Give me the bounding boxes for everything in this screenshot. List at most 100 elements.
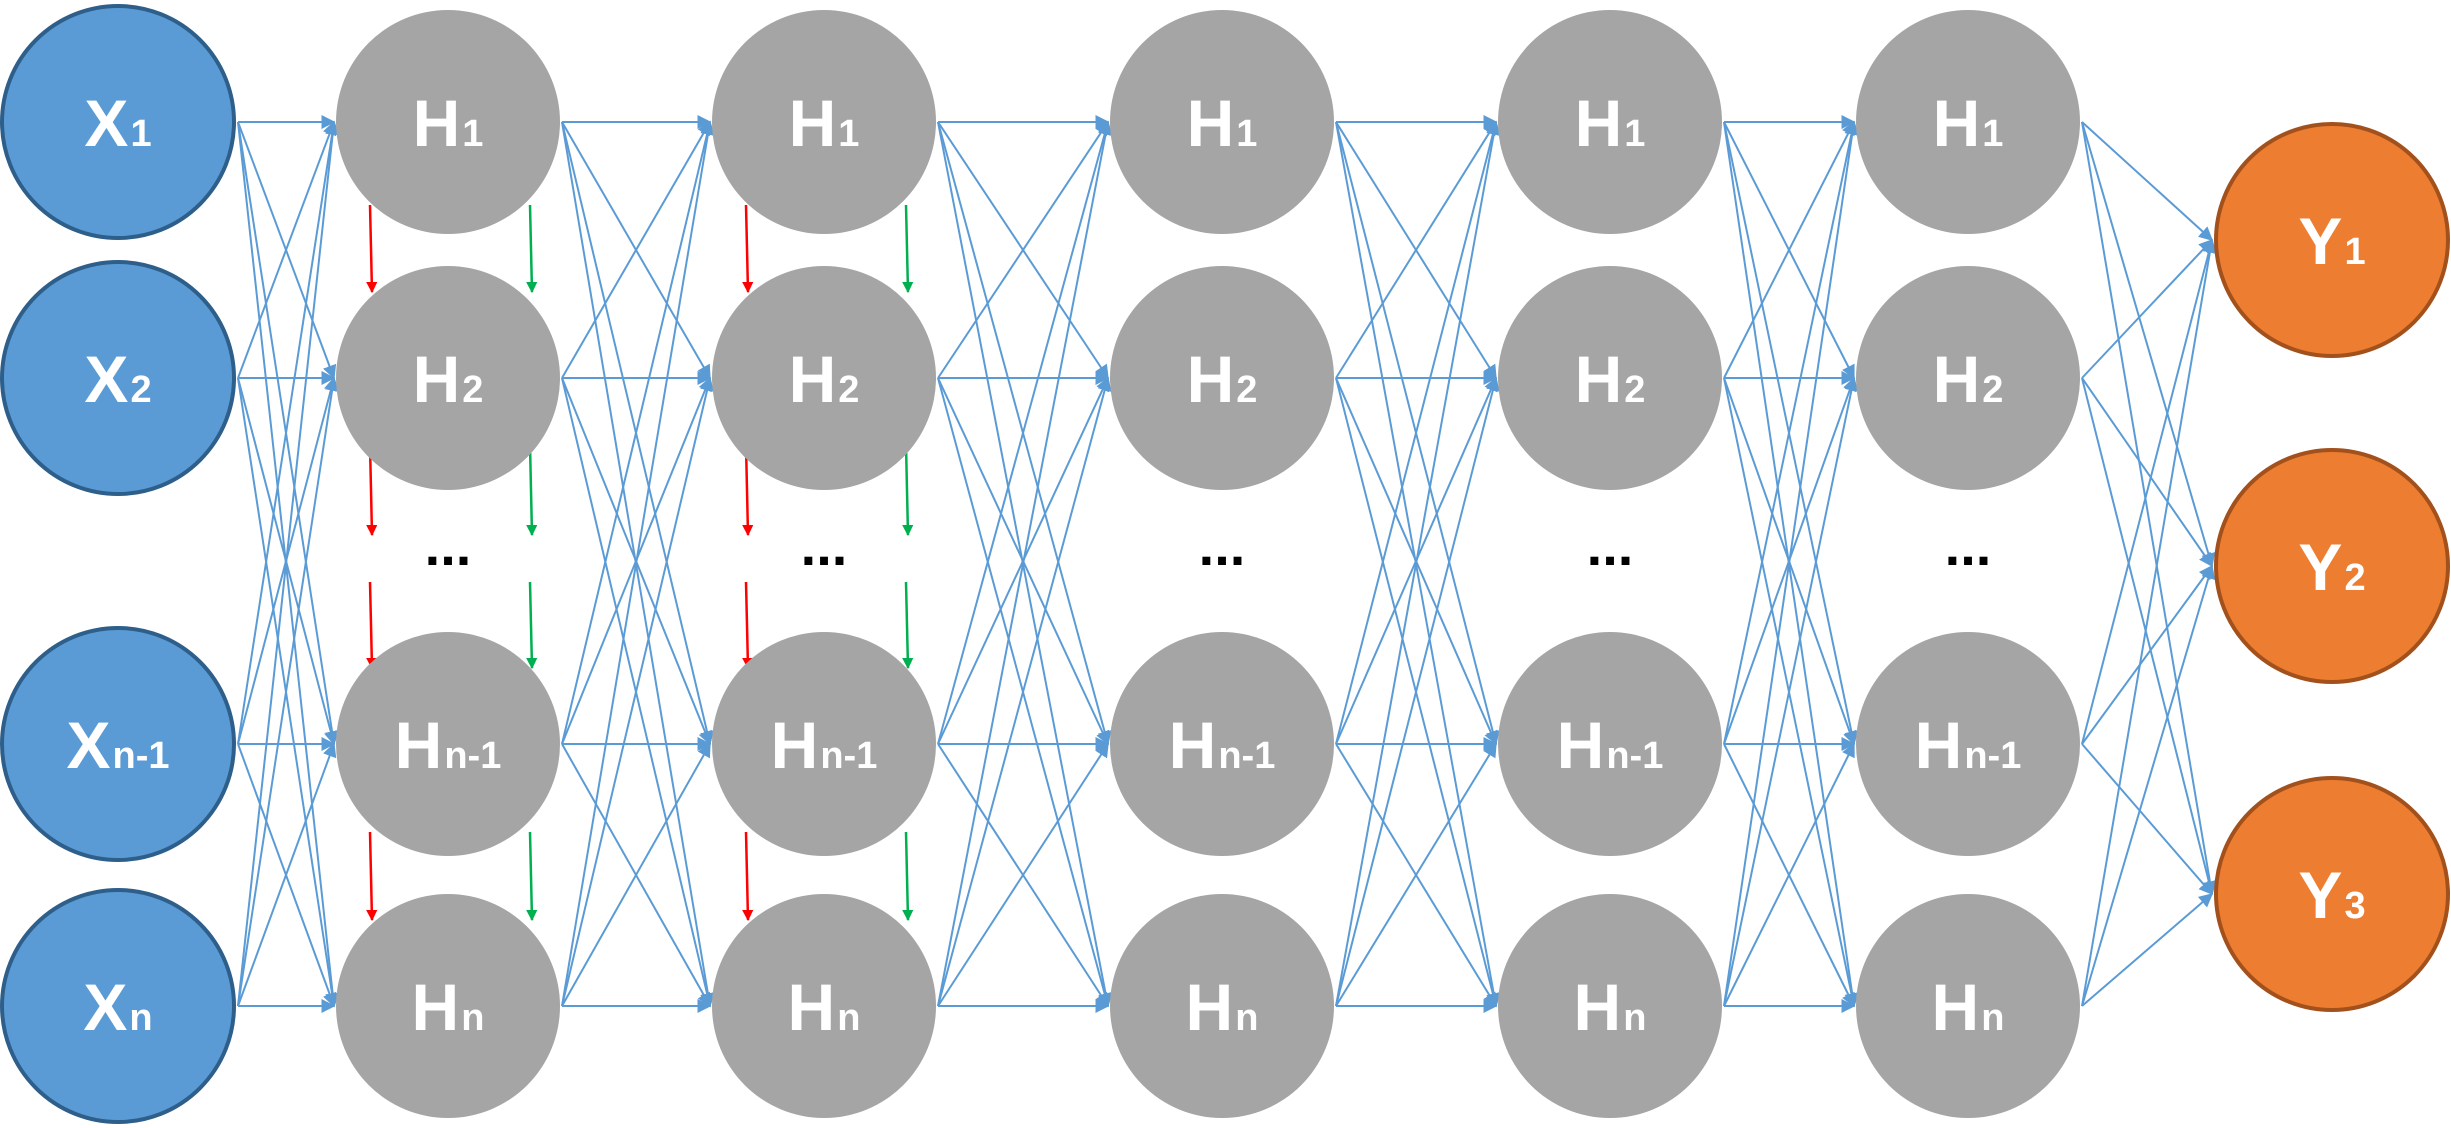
node-label-subscript: 2 [462, 369, 483, 411]
red-arrow [742, 204, 754, 294]
connection-line [561, 376, 714, 1007]
node-label-subscript: 1 [838, 113, 859, 155]
node-label-main: H [412, 970, 460, 1044]
node-label: Xn-1 [66, 708, 169, 782]
node-circle [0, 260, 236, 496]
node-label-main: H [413, 342, 461, 416]
node-label-main: H [789, 342, 837, 416]
connection-line [937, 120, 1109, 379]
node-label-subscript: 2 [130, 369, 151, 411]
node-label-subscript: n [1981, 997, 2004, 1039]
connection-line [1723, 120, 1859, 745]
node-label-main: H [413, 86, 461, 160]
node-label-subscript: n [837, 997, 860, 1039]
hidden-node-h-1: H1 [1498, 10, 1722, 234]
connection-line [1723, 120, 1855, 379]
node-circle [712, 894, 936, 1118]
green-arrow [526, 444, 538, 537]
node-label-subscript: 2 [1236, 369, 1257, 411]
connection-line [237, 376, 340, 1007]
ellipsis-group: ............... [425, 514, 1992, 577]
node-label-subscript: n [461, 997, 484, 1039]
hidden-node-h-1: H1 [712, 10, 936, 234]
node-label: H1 [789, 86, 860, 160]
output-node-y-2: Y2 [2214, 448, 2450, 684]
node-label-main: H [1933, 86, 1981, 160]
node-label: H2 [413, 342, 484, 416]
hidden-node-h-n: Hn [336, 894, 560, 1118]
node-label: Hn [412, 970, 485, 1044]
node-label-main: H [1933, 342, 1981, 416]
green-arrow [902, 444, 914, 537]
node-circle [1856, 632, 2080, 856]
node-circle [1498, 894, 1722, 1118]
connection-line [2081, 743, 2213, 896]
hidden-node-h-2: H2 [1498, 266, 1722, 490]
red-arrow [366, 444, 378, 537]
node-circle [1856, 894, 2080, 1118]
node-circle [2214, 776, 2450, 1012]
node-label: X1 [84, 86, 151, 160]
node-label-main: X [84, 86, 128, 160]
node-circle [336, 10, 560, 234]
node-label-subscript: n-1 [820, 735, 877, 777]
input-node-x-n: Xn [0, 888, 236, 1124]
connections-group [237, 115, 2217, 1013]
node-label: Hn [1574, 970, 1647, 1044]
hidden-node-h-n: Hn [712, 894, 936, 1118]
node-label-main: X [83, 970, 127, 1044]
ellipsis: ... [801, 514, 848, 577]
node-label-subscript: n-1 [1606, 735, 1663, 777]
node-label-subscript: n [1623, 997, 1646, 1039]
node-label: Hn [1932, 970, 2005, 1044]
hidden-node-h-1: H1 [1110, 10, 1334, 234]
node-circle [1498, 266, 1722, 490]
node-circle [0, 4, 236, 240]
connection-line [2081, 377, 2213, 568]
connection-line [237, 120, 339, 745]
node-circle [1498, 10, 1722, 234]
node-label-subscript: n-1 [113, 735, 170, 777]
node-label: H2 [1933, 342, 2004, 416]
output-node-y-1: Y1 [2214, 122, 2450, 358]
node-label: Hn-1 [1915, 708, 2022, 782]
red-arrow [366, 204, 378, 294]
connection-line [2081, 893, 2214, 1007]
node-circle [712, 632, 936, 856]
node-label-subscript: n [129, 997, 152, 1039]
ellipsis: ... [1587, 514, 1634, 577]
node-label-main: H [1575, 86, 1623, 160]
node-circle [1110, 632, 1334, 856]
node-label-subscript: 2 [838, 369, 859, 411]
node-label-main: H [1557, 708, 1605, 782]
hidden-node-h-2: H2 [712, 266, 936, 490]
hidden-node-h-n-1: Hn-1 [1856, 632, 2080, 856]
connection-line [1723, 376, 1859, 1007]
node-circle [712, 266, 936, 490]
node-circle [1110, 10, 1334, 234]
node-label-subscript: n-1 [1218, 735, 1275, 777]
node-circle [0, 626, 236, 862]
node-label-subscript: 2 [2344, 557, 2365, 599]
node-label-main: H [1186, 970, 1234, 1044]
connection-line [1335, 742, 1497, 1007]
input-node-x-1: X1 [0, 4, 236, 240]
hidden-node-h-n: Hn [1110, 894, 1334, 1118]
node-circle [712, 10, 936, 234]
connection-line [2081, 238, 2216, 745]
node-label: Hn-1 [771, 708, 878, 782]
green-arrow [526, 204, 538, 294]
node-circle [336, 632, 560, 856]
node-label: Y3 [2298, 858, 2365, 932]
node-label-main: Y [2298, 858, 2342, 932]
hidden-node-h-2: H2 [336, 266, 560, 490]
node-label: H2 [789, 342, 860, 416]
node-label-main: X [66, 708, 110, 782]
connection-line [2081, 564, 2216, 1007]
connection-line [1723, 742, 1855, 1007]
node-label: H2 [1187, 342, 1258, 416]
hidden-node-h-2: H2 [1110, 266, 1334, 490]
node-label: Hn [788, 970, 861, 1044]
node-circle [2214, 122, 2450, 358]
node-circle [2214, 448, 2450, 684]
